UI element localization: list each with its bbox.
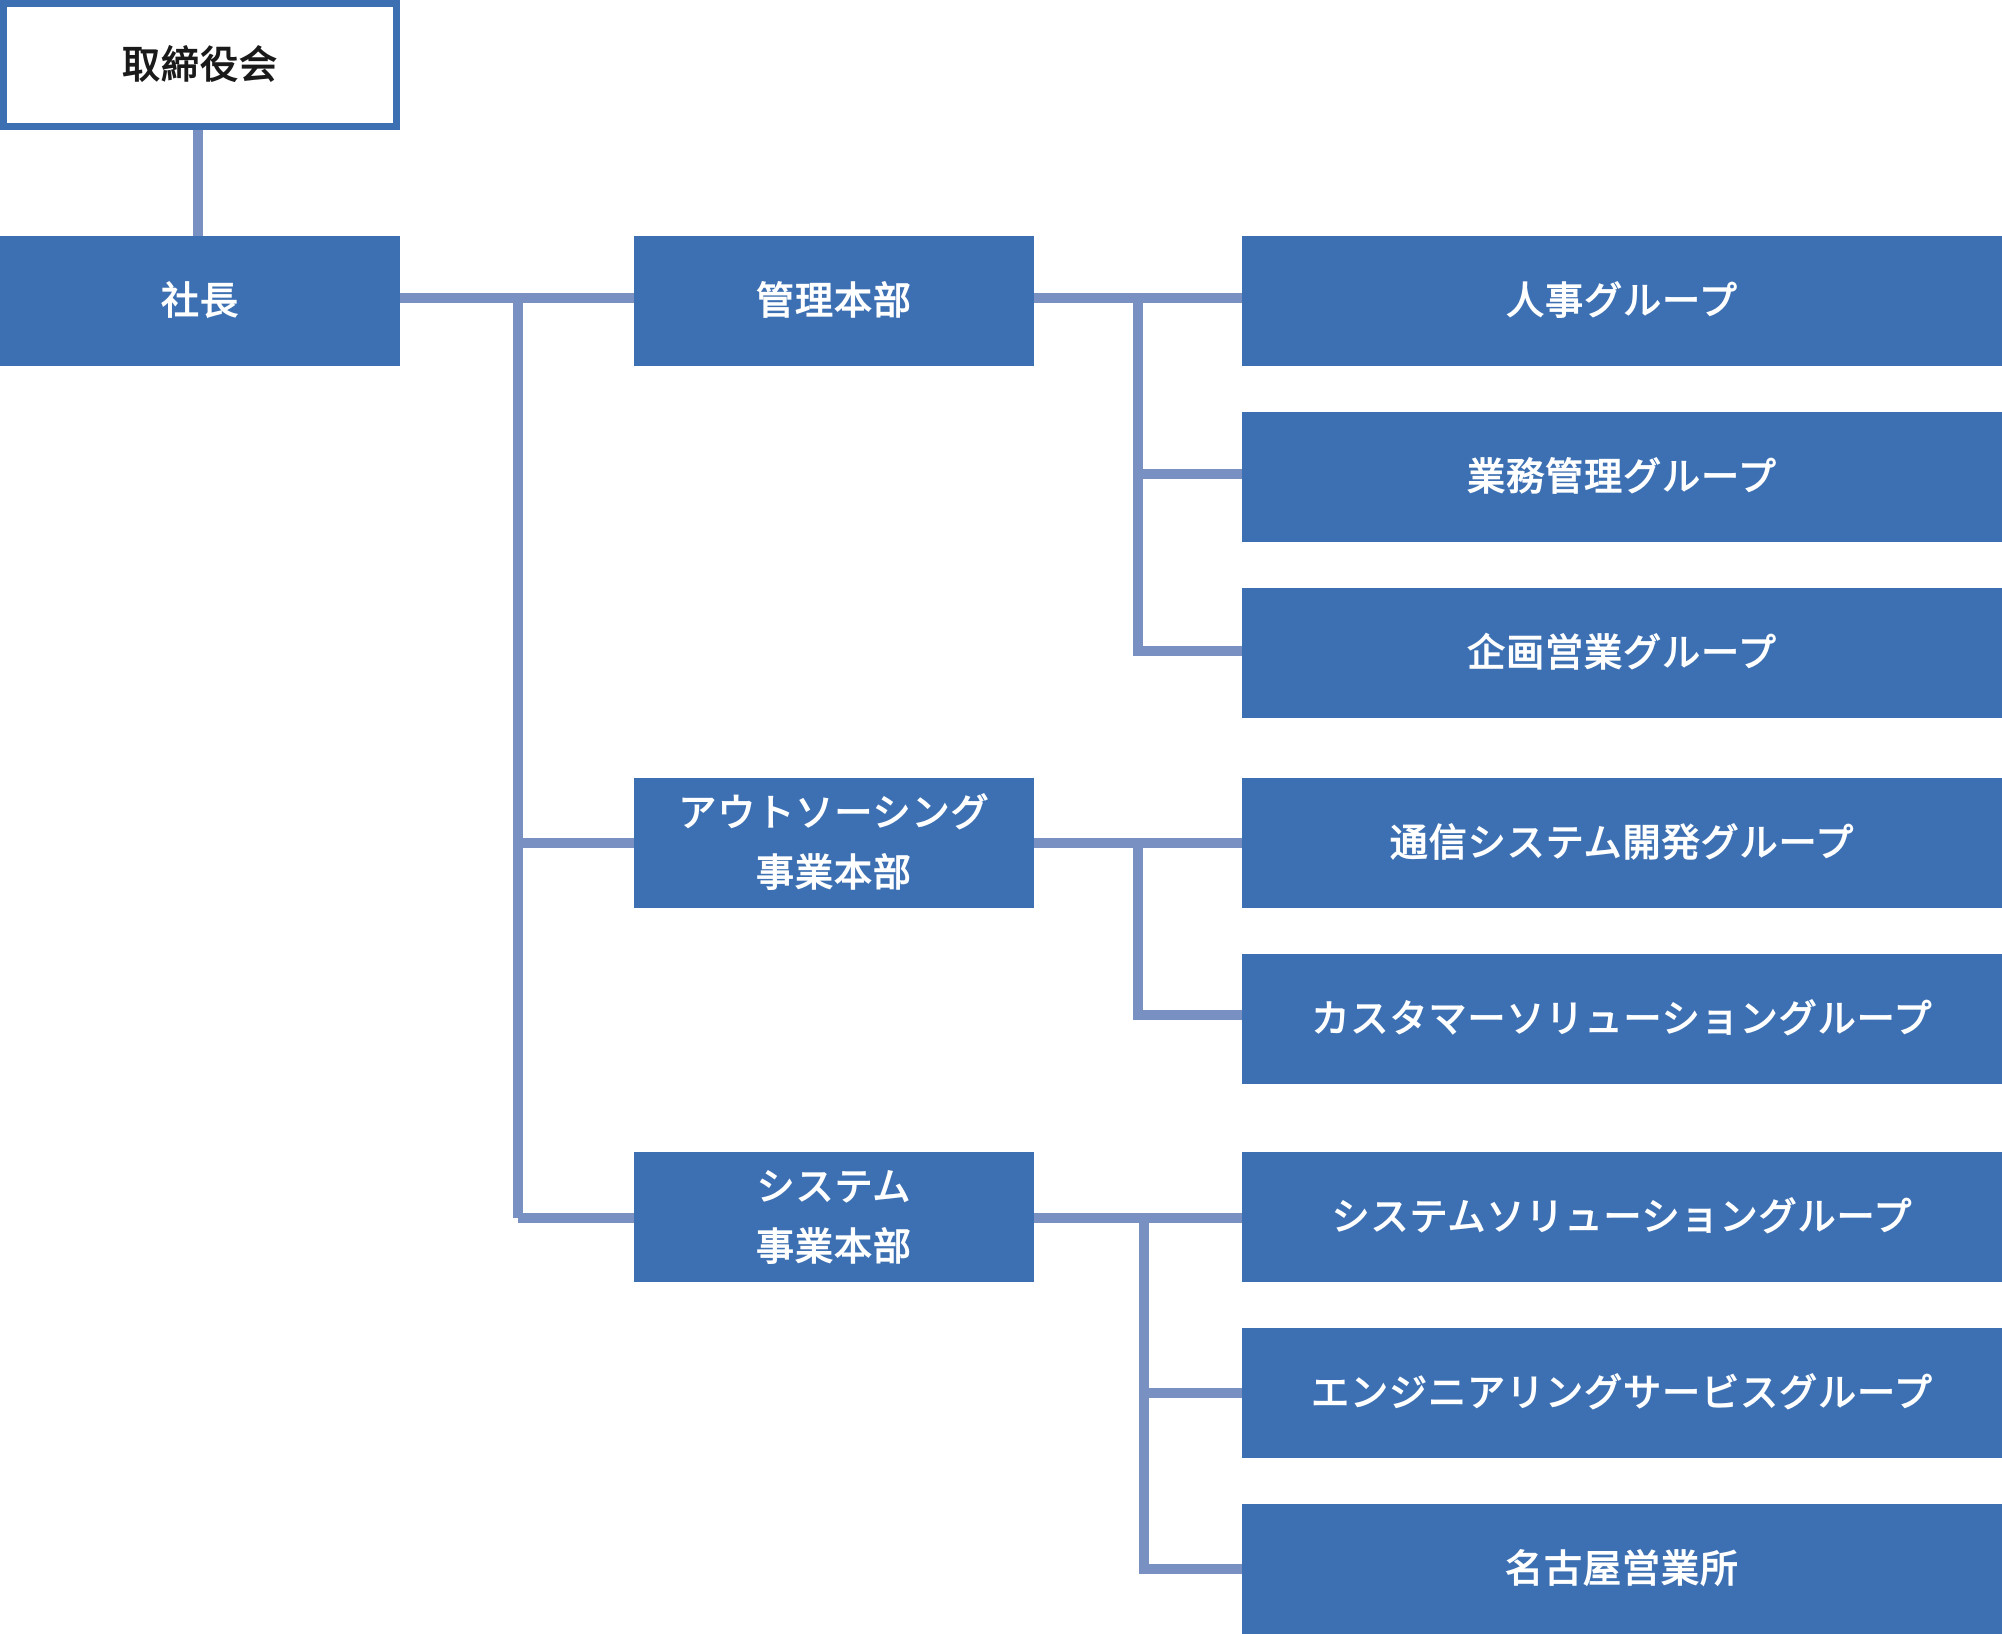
- connector-outsourcing-branch: [1034, 838, 1242, 1020]
- president-box: 社長: [0, 236, 400, 366]
- system-division-label-line2: 事業本部: [755, 1225, 912, 1269]
- customer-solution-group-box: カスタマーソリューショングループ: [1242, 954, 2002, 1084]
- board-of-directors-box: 取締役会: [0, 0, 400, 130]
- customer-solution-group-label: カスタマーソリューショングループ: [1311, 997, 1933, 1041]
- admin-division-box: 管理本部: [634, 236, 1034, 366]
- hr-group-box: 人事グループ: [1242, 236, 2002, 366]
- hr-group-label: 人事グループ: [1506, 279, 1738, 323]
- connector-system-branch: [1034, 1213, 1242, 1574]
- comm-dev-group-box: 通信システム開発グループ: [1242, 778, 2002, 908]
- system-division-box: システム 事業本部: [634, 1152, 1034, 1282]
- engineering-service-group-box: エンジニアリングサービスグループ: [1242, 1328, 2002, 1458]
- system-solution-group-box: システムソリューショングループ: [1242, 1152, 2002, 1282]
- board-label: 取締役会: [121, 43, 278, 87]
- system-solution-group-label: システムソリューショングループ: [1331, 1195, 1913, 1239]
- operations-group-label: 業務管理グループ: [1467, 455, 1777, 499]
- planning-sales-group-label: 企画営業グループ: [1467, 631, 1777, 675]
- outsourcing-division-label-line1: アウトソーシング: [678, 791, 990, 835]
- connector-admin-branch: [1034, 293, 1242, 656]
- nagoya-office-box: 名古屋営業所: [1242, 1504, 2002, 1634]
- connector-president-trunk: [400, 293, 634, 1218]
- operations-group-box: 業務管理グループ: [1242, 412, 2002, 542]
- outsourcing-division-label-line2: 事業本部: [755, 851, 912, 895]
- comm-dev-group-label: 通信システム開発グループ: [1389, 821, 1855, 865]
- planning-sales-group-box: 企画営業グループ: [1242, 588, 2002, 718]
- president-label: 社長: [160, 279, 239, 323]
- engineering-service-group-label: エンジニアリングサービスグループ: [1311, 1371, 1933, 1415]
- outsourcing-division-box: アウトソーシング 事業本部: [634, 778, 1034, 908]
- nagoya-office-label: 名古屋営業所: [1504, 1547, 1739, 1591]
- system-division-label-line1: システム: [756, 1165, 912, 1209]
- admin-division-label: 管理本部: [755, 279, 912, 323]
